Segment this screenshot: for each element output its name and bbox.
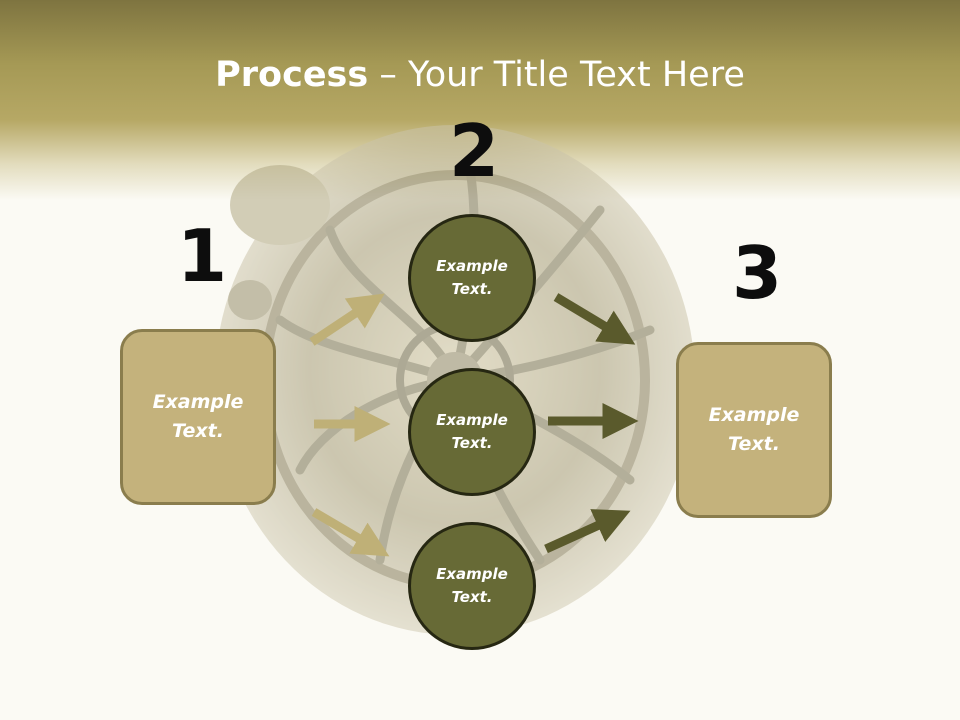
- circle-bottom-text: Example Text.: [436, 565, 508, 606]
- slide-title: Process – Your Title Text Here: [0, 52, 960, 98]
- step-3-box: Example Text.: [676, 342, 832, 518]
- step-2-circle-bottom: Example Text.: [408, 522, 536, 650]
- title-bold: Process: [215, 55, 369, 95]
- step-2-circle-top: Example Text.: [408, 214, 536, 342]
- step-number-1: 1: [177, 214, 228, 298]
- step-number-2: 2: [449, 109, 500, 193]
- title-rest: – Your Title Text Here: [368, 55, 745, 95]
- circle-middle-text: Example Text.: [436, 411, 508, 452]
- arrow-circle-bottom-to-box3: [544, 509, 631, 554]
- circle-top-text: Example Text.: [436, 257, 508, 298]
- arrow-box1-to-circle-bottom: [311, 508, 390, 557]
- step-1-box: Example Text.: [120, 329, 276, 505]
- arrow-box1-to-circle-top: [309, 293, 385, 346]
- arrow-circle-top-to-box3: [553, 293, 636, 345]
- step-2-circle-middle: Example Text.: [408, 368, 536, 496]
- step-number-3: 3: [732, 231, 783, 315]
- step-3-text: Example Text.: [708, 404, 800, 455]
- step-1-text: Example Text.: [152, 391, 244, 442]
